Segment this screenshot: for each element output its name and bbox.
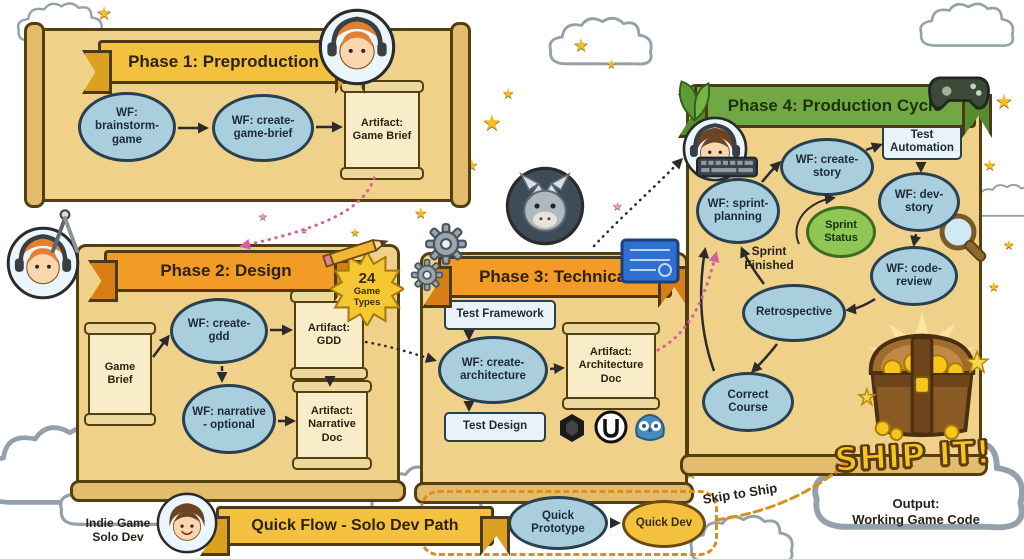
star-icon: ★ xyxy=(988,279,1000,294)
phase1-dev-avatar xyxy=(318,8,396,86)
test-automation-label: Test Automation xyxy=(890,128,954,154)
wf-narrative-label: WF: narrative - optional xyxy=(192,405,266,431)
wf-create-architecture-node: WF: create-architecture xyxy=(438,336,548,404)
star-icon: ★ xyxy=(606,57,617,71)
star-icon: ★ xyxy=(573,35,590,55)
star-icon: ★ xyxy=(414,205,428,222)
sparkle-icon: ★ xyxy=(258,211,268,223)
solo-dev-line2: Solo Dev xyxy=(92,530,144,545)
phase4-title: Phase 4: Production Cycle xyxy=(727,96,943,115)
artifact-gdd-label: Artifact: GDD xyxy=(307,321,351,347)
wf-brainstorm-game-label: WF: brainstorm-game xyxy=(95,107,159,146)
sprint-status-node: Sprint Status xyxy=(806,206,876,258)
wf-brainstorm-game-node: WF: brainstorm-game xyxy=(78,92,176,162)
magnifier-icon xyxy=(939,213,987,262)
wf-sprint-planning-label: WF: sprint-planning xyxy=(707,197,769,223)
artifact-game-brief-label: Artifact: Game Brief xyxy=(352,116,412,142)
cloud xyxy=(919,2,1015,48)
test-design-label: Test Design xyxy=(462,420,528,433)
correct-course-label: Correct Course xyxy=(727,388,769,414)
test-automation-node: Test Automation xyxy=(882,124,962,160)
artifact-architecture-label: Artifact: Architecture Doc xyxy=(578,346,644,385)
artifact-narrative-label: Artifact: Narrative Doc xyxy=(308,405,356,444)
sparkle-icon: ★ xyxy=(612,199,623,213)
badge-label: Game Types xyxy=(353,286,381,308)
solo-dev-avatar xyxy=(156,492,218,554)
output-line2: Working Game Code xyxy=(852,511,980,527)
correct-course-node: Correct Course xyxy=(702,372,794,432)
skip-to-ship-label: Skip to Ship xyxy=(697,480,782,509)
phase3-title: Phase 3: Technical xyxy=(479,267,631,286)
wf-dev-story-node: WF: dev-story xyxy=(878,172,960,232)
wf-narrative-node: WF: narrative - optional xyxy=(182,384,276,454)
leaves-icon xyxy=(678,80,710,122)
artifact-architecture-scroll: Artifact: Architecture Doc xyxy=(562,322,660,410)
wf-create-story-label: WF: create-story xyxy=(795,153,859,179)
wf-create-game-brief-label: WF: create-game-brief xyxy=(231,114,295,140)
sprint-finished-label: Sprint Finished xyxy=(736,244,802,273)
star-icon: ★ xyxy=(96,3,113,23)
ship-it-label: SHIP IT! xyxy=(832,431,993,480)
phase2-designer-avatar xyxy=(6,226,80,300)
solo-dev-label: Indie Game Solo Dev xyxy=(80,516,156,545)
quick-dev-node: Quick Dev xyxy=(622,500,706,548)
phase4-banner: Phase 4: Production Cycle xyxy=(694,84,976,128)
quick-dev-label: Quick Dev xyxy=(635,517,693,530)
blueprint-icon xyxy=(620,238,680,284)
wf-create-game-brief-node: WF: create-game-brief xyxy=(212,94,314,162)
quick-flow-title: Quick Flow - Solo Dev Path xyxy=(251,517,459,534)
godot-logo-icon xyxy=(635,414,665,442)
star-icon: ★ xyxy=(502,85,515,101)
sprint-status-label: Sprint Status xyxy=(824,219,858,244)
wf-create-story-node: WF: create-story xyxy=(780,138,874,196)
skip-to-ship-text: Skip to Ship xyxy=(701,480,779,507)
game-brief-label: Game Brief xyxy=(104,360,136,386)
wf-create-architecture-label: WF: create-architecture xyxy=(460,356,526,382)
phase1-banner: Phase 1: Preproduction xyxy=(98,40,349,84)
wf-code-review-label: WF: code-review xyxy=(886,262,942,288)
star-icon: ★ xyxy=(995,91,1013,113)
phase1-title: Phase 1: Preproduction xyxy=(128,52,319,71)
cloud xyxy=(548,16,653,66)
wf-create-gdd-node: WF: create-gdd xyxy=(170,298,268,364)
output-label: Output: Working Game Code xyxy=(836,496,996,527)
dragon-avatar xyxy=(505,166,585,246)
test-framework-label: Test Framework xyxy=(456,308,544,321)
gear-icon xyxy=(410,258,444,292)
unreal-logo-icon xyxy=(594,410,628,444)
gear-icon xyxy=(425,223,467,265)
game-types-badge: 24 Game Types xyxy=(327,249,407,329)
quick-flow-banner: Quick Flow - Solo Dev Path xyxy=(216,506,494,546)
sparkle-icon: ★ xyxy=(300,225,309,235)
starburst-icon xyxy=(327,249,407,329)
quick-prototype-node: Quick Prototype xyxy=(508,496,608,550)
game-controller-icon xyxy=(928,76,990,110)
wf-dev-story-label: WF: dev-story xyxy=(894,188,944,214)
unity-logo-icon xyxy=(560,414,584,442)
artifact-game-brief-scroll: Artifact: Game Brief xyxy=(340,80,424,180)
game-brief-scroll: Game Brief xyxy=(84,322,156,426)
retrospective-node: Retrospective xyxy=(742,284,846,342)
wf-sprint-planning-node: WF: sprint-planning xyxy=(696,178,780,244)
treasure-chest-icon xyxy=(856,312,991,442)
artifact-narrative-scroll: Artifact: Narrative Doc xyxy=(292,380,372,470)
star-icon: ★ xyxy=(983,157,997,174)
test-design-node: Test Design xyxy=(444,412,546,442)
phase2-title: Phase 2: Design xyxy=(160,261,292,280)
retrospective-label: Retrospective xyxy=(755,306,833,319)
star-icon: ★ xyxy=(1003,237,1015,252)
output-line1: Output: xyxy=(892,496,940,511)
solo-dev-line1: Indie Game xyxy=(85,516,151,530)
wf-code-review-node: WF: code-review xyxy=(870,246,958,306)
badge-number: 24 xyxy=(358,270,376,288)
sprint-finished-text: Sprint Finished xyxy=(744,244,794,273)
compass-icon xyxy=(50,209,80,254)
phase2-banner: Phase 2: Design xyxy=(104,250,348,292)
quick-prototype-label: Quick Prototype xyxy=(531,509,585,535)
star-icon: ★ xyxy=(482,110,502,135)
keyboard-icon xyxy=(696,156,758,178)
wf-create-gdd-label: WF: create-gdd xyxy=(187,317,251,343)
test-framework-node: Test Framework xyxy=(444,300,556,330)
